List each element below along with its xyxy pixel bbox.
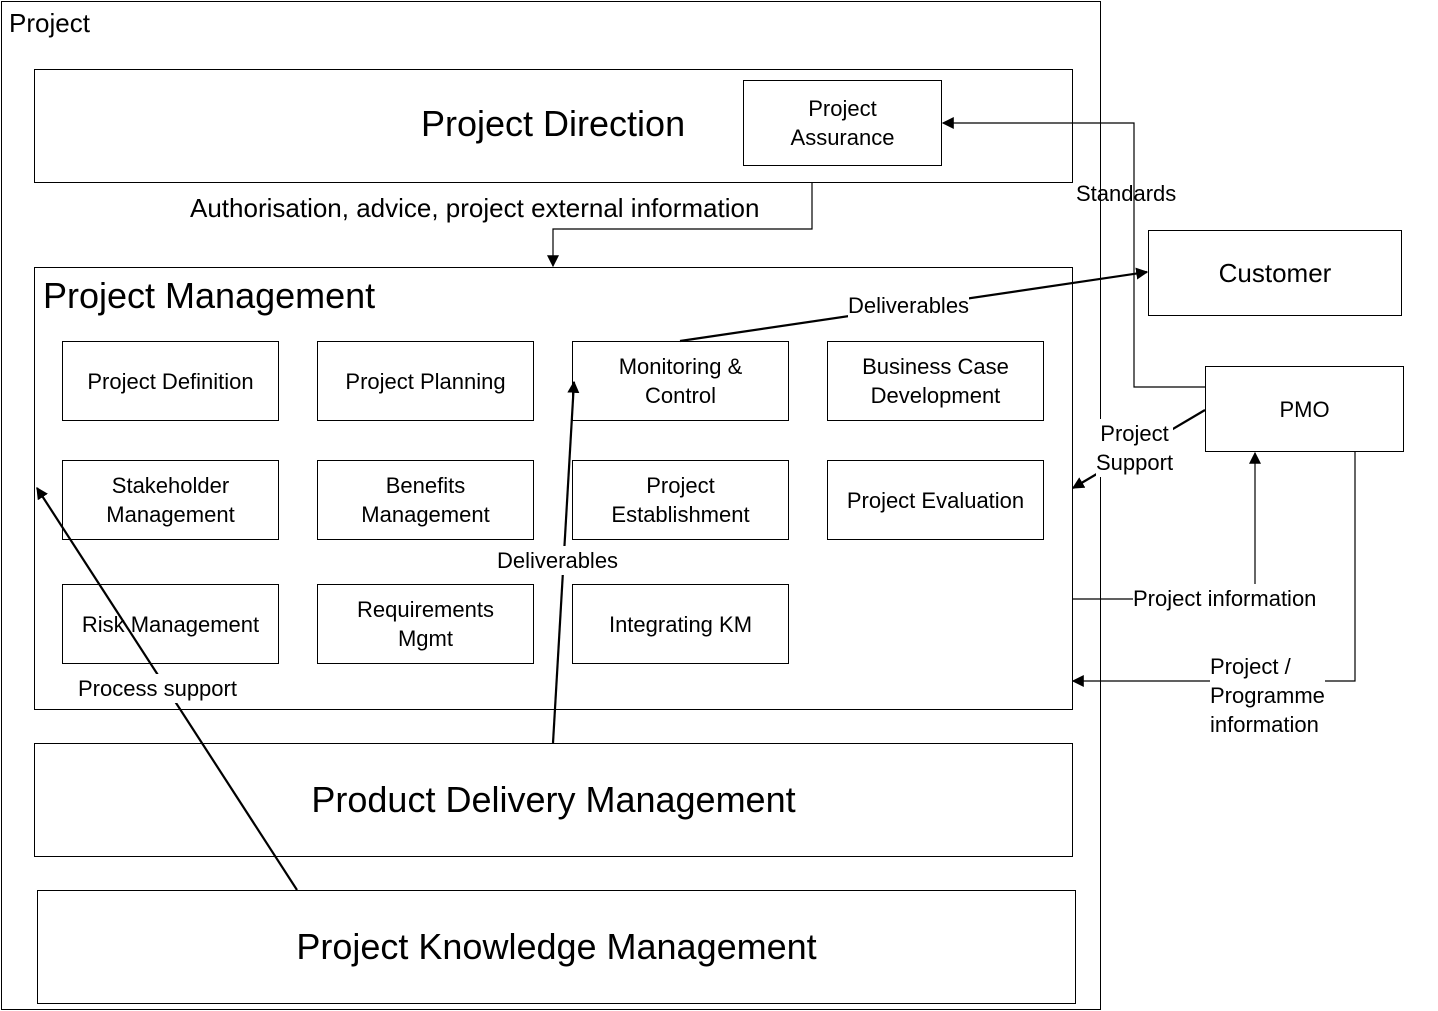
block-integrating-km: Integrating KM [572,584,789,664]
project-title: Project [9,8,90,38]
block-benefits-management: Benefits Management [317,460,534,540]
product-delivery-title: Product Delivery Management [311,779,796,820]
project-support-label: Project Support [1096,419,1174,477]
pmo-label: PMO [1279,396,1330,422]
product-delivery-box: Product Delivery Management [34,743,1073,857]
block-label: Integrating KM [608,611,753,637]
authorisation-label: Authorisation, advice, project external … [190,193,760,223]
block-business-case-development: Business Case Development [827,341,1044,421]
block-label: Project Planning [345,368,506,394]
standards-label: Standards [1076,181,1177,206]
programme-information-label: Project / Programme information [1210,652,1325,739]
block-project-definition: Project Definition [62,341,279,421]
project-assurance-label: Project Assurance [790,96,895,150]
block-label: Risk Management [81,611,260,637]
project-assurance-box: Project Assurance [743,80,942,166]
block-requirements-mgmt: Requirements Mgmt [317,584,534,664]
deliverables-customer-label: Deliverables [848,291,970,320]
block-label: Stakeholder Management [106,473,235,527]
deliverables-delivery-label: Deliverables [497,546,619,575]
block-label: Project Definition [87,368,254,394]
block-label: Project Establishment [611,473,750,527]
project-direction-title: Project Direction [421,103,686,144]
programme-information-connector [1071,452,1356,687]
knowledge-management-box: Project Knowledge Management [37,890,1076,1004]
block-project-establishment: Project Establishment [572,460,789,540]
block-label: Project Evaluation [846,487,1025,513]
block-monitoring-and-control: Monitoring & Control [572,341,789,421]
block-project-evaluation: Project Evaluation [827,460,1044,540]
customer-label: Customer [1218,257,1332,288]
block-risk-management: Risk Management [62,584,279,664]
block-project-planning: Project Planning [317,341,534,421]
knowledge-management-title: Project Knowledge Management [296,926,817,967]
block-label: Monitoring & Control [618,354,743,408]
pmo-box: PMO [1205,366,1404,452]
project-management-title: Project Management [43,275,376,316]
block-label: Business Case Development [862,354,1009,408]
block-label: Requirements Mgmt [357,597,494,651]
block-label: Benefits Management [361,473,490,527]
customer-box: Customer [1148,230,1402,316]
block-stakeholder-management: Stakeholder Management [62,460,279,540]
process-support-label: Process support [78,674,237,703]
project-information-label: Project information [1133,584,1317,613]
